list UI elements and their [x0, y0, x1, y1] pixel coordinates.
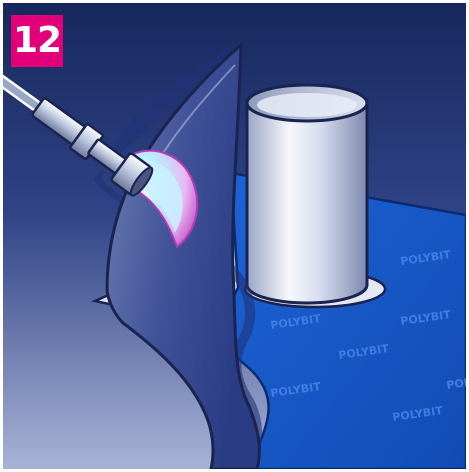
step-number-badge: 12 — [11, 15, 63, 67]
illustration-frame: POLYBIT POLYBIT POLYBIT POLYBIT POLYBIT … — [3, 3, 466, 469]
pipe-icon — [247, 85, 367, 303]
installation-illustration: POLYBIT POLYBIT POLYBIT POLYBIT POLYBIT … — [3, 3, 466, 469]
